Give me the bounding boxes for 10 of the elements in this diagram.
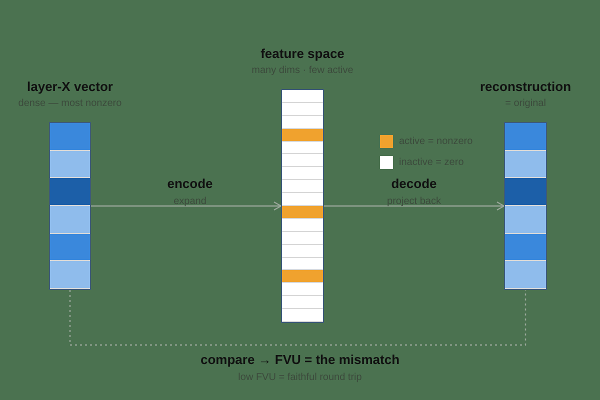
edge-label: encode <box>167 175 213 193</box>
column-title: feature space <box>260 44 344 63</box>
edge-label: decode <box>391 175 437 193</box>
column-title: layer-X vector <box>27 78 113 96</box>
column-title: reconstruction <box>480 78 571 96</box>
edge-label: compare → FVU = the mismatch <box>200 351 400 369</box>
arrow <box>324 201 505 211</box>
dashed-connector <box>69 290 526 346</box>
arrow <box>91 201 282 211</box>
edge-sublabel: expand <box>174 194 206 208</box>
